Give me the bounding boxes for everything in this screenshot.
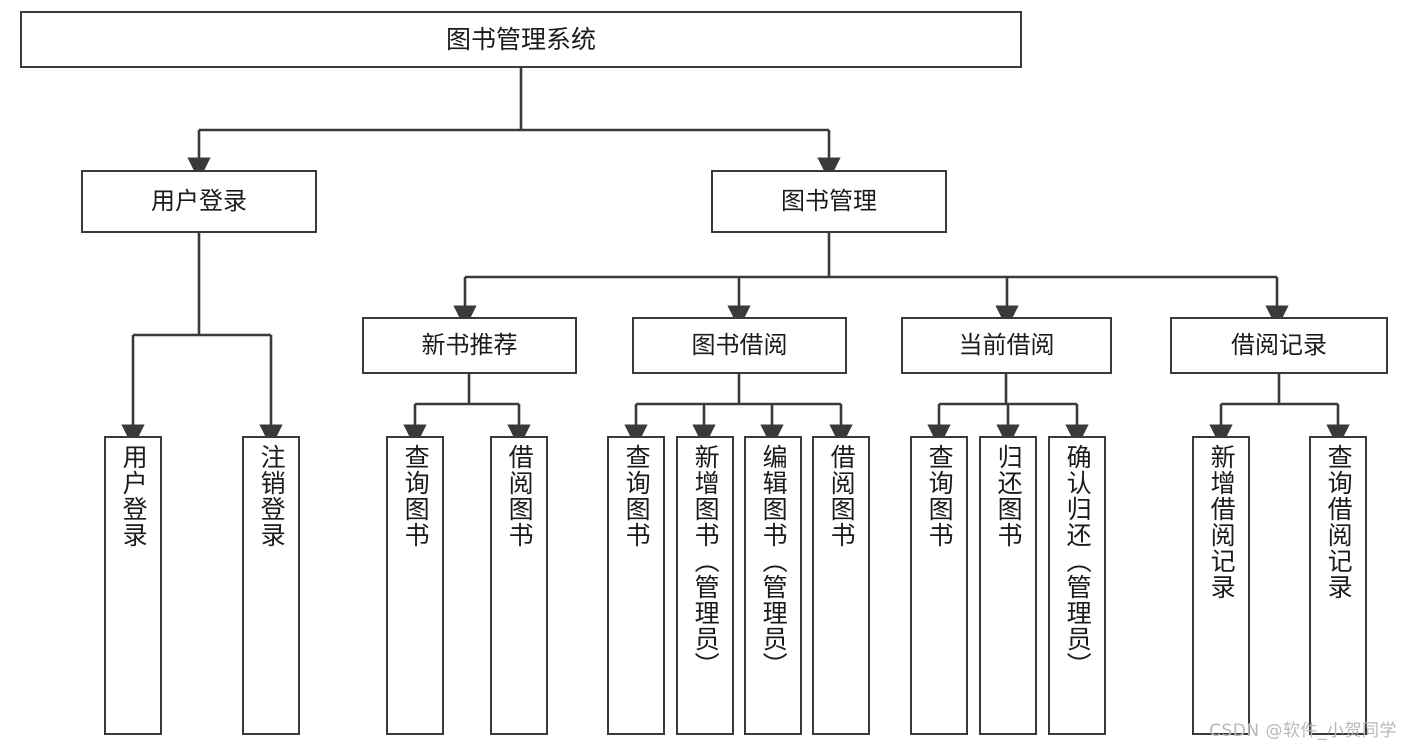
leaf-borrow-query-book[interactable]: 查询图书 [607, 436, 665, 735]
node-label: 归还图书 [994, 444, 1024, 548]
leaf-user-login-logout[interactable]: 注销登录 [242, 436, 300, 735]
node-label: 图书借阅 [691, 331, 788, 360]
node-label: 确认归还（管理员） [1063, 444, 1093, 678]
node-root-system[interactable]: 图书管理系统 [20, 11, 1022, 68]
node-label: 当前借阅 [958, 331, 1055, 360]
node-label: 借阅图书 [505, 444, 535, 548]
node-label: 借阅记录 [1231, 331, 1327, 360]
node-label: 图书管理系统 [445, 24, 596, 54]
node-label: 注销登录 [257, 444, 287, 548]
leaf-record-query-record[interactable]: 查询借阅记录 [1309, 436, 1367, 735]
node-label: 编辑图书（管理员） [759, 444, 789, 678]
leaf-current-return-book[interactable]: 归还图书 [979, 436, 1037, 735]
node-label: 新增借阅记录 [1207, 444, 1237, 600]
node-label: 查询图书 [622, 444, 652, 548]
node-current-borrow[interactable]: 当前借阅 [901, 317, 1112, 374]
node-label: 借阅图书 [827, 444, 857, 548]
node-user-login[interactable]: 用户登录 [81, 170, 317, 233]
leaf-new-book-borrow[interactable]: 借阅图书 [490, 436, 548, 735]
node-label: 查询借阅记录 [1324, 444, 1354, 600]
leaf-record-add-record[interactable]: 新增借阅记录 [1192, 436, 1250, 735]
watermark: CSDN @软件_小贺同学 [1209, 721, 1397, 741]
leaf-current-query-book[interactable]: 查询图书 [910, 436, 968, 735]
node-label: 图书管理 [781, 187, 877, 216]
node-book-management[interactable]: 图书管理 [711, 170, 947, 233]
leaf-new-book-query[interactable]: 查询图书 [386, 436, 444, 735]
node-new-book-recommend[interactable]: 新书推荐 [362, 317, 577, 374]
node-label: 新书推荐 [421, 331, 518, 360]
leaf-user-login-login[interactable]: 用户登录 [104, 436, 162, 735]
node-label: 用户登录 [151, 187, 247, 216]
node-label: 新增图书（管理员） [691, 444, 721, 678]
node-label: 用户登录 [119, 444, 149, 548]
node-borrow-record[interactable]: 借阅记录 [1170, 317, 1388, 374]
leaf-current-confirm-return-admin[interactable]: 确认归还（管理员） [1048, 436, 1106, 735]
leaf-borrow-edit-book-admin[interactable]: 编辑图书（管理员） [744, 436, 802, 735]
leaf-borrow-add-book-admin[interactable]: 新增图书（管理员） [676, 436, 734, 735]
node-label: 查询图书 [925, 444, 955, 548]
node-label: 查询图书 [401, 444, 431, 548]
leaf-borrow-borrow-book[interactable]: 借阅图书 [812, 436, 870, 735]
node-book-borrow[interactable]: 图书借阅 [632, 317, 847, 374]
